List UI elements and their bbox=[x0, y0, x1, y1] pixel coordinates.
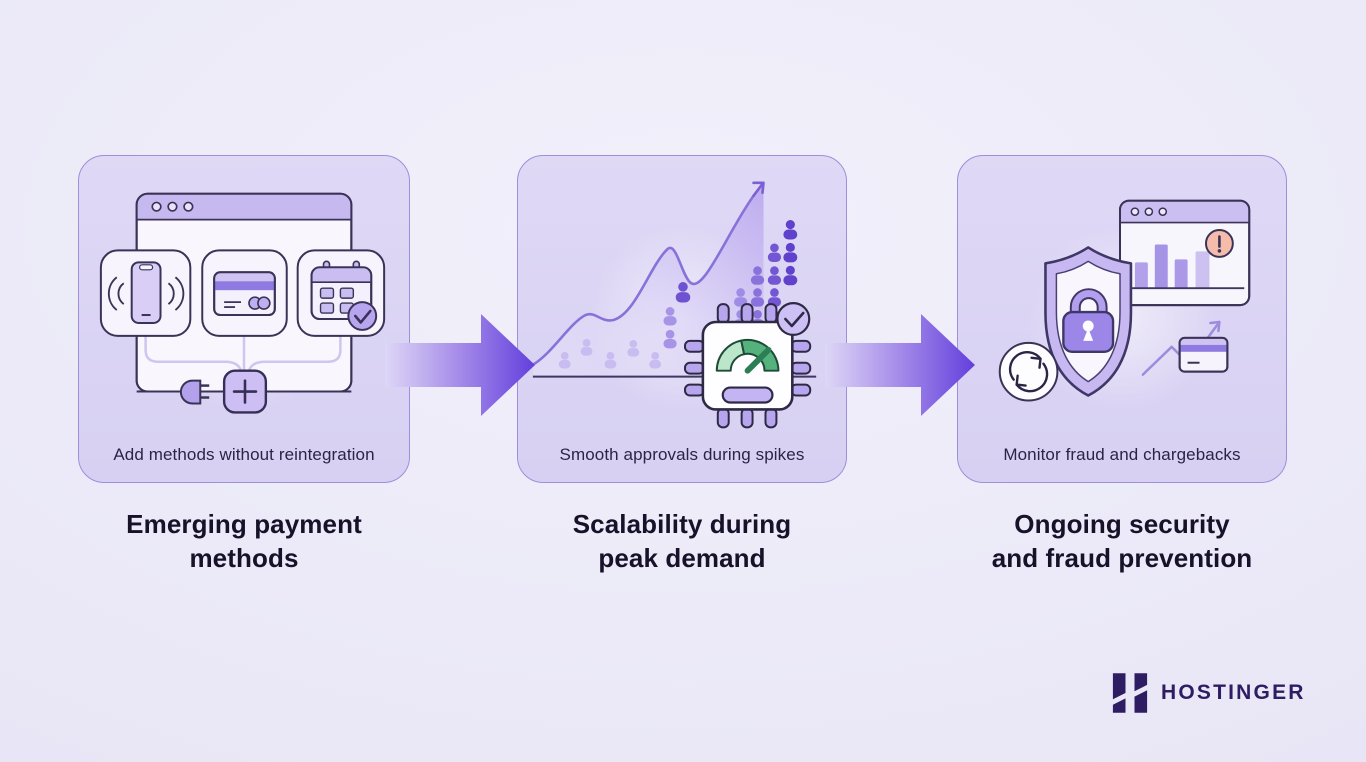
card-security-fraud-prevention: Monitor fraud and chargebacks bbox=[957, 155, 1287, 483]
alert-badge-icon bbox=[1204, 229, 1234, 258]
card-emerging-payment-methods: Add methods without reintegration bbox=[78, 155, 410, 483]
heading-line: Ongoing security bbox=[1014, 509, 1230, 539]
card-caption: Add methods without reintegration bbox=[113, 445, 375, 464]
heading-line: and fraud prevention bbox=[991, 543, 1253, 573]
calendar-check-icon bbox=[310, 260, 378, 331]
bar-chart-icon bbox=[1130, 244, 1245, 290]
analytics-browser-icon bbox=[1119, 199, 1251, 307]
security-illustration bbox=[998, 199, 1251, 402]
credit-card-icon bbox=[1178, 336, 1229, 373]
speedometer-gauge-icon bbox=[715, 338, 780, 404]
plus-node-icon bbox=[222, 369, 268, 414]
card-caption: Monitor fraud and chargebacks bbox=[1003, 445, 1241, 464]
check-badge-icon bbox=[776, 302, 811, 336]
connector-lines bbox=[144, 335, 342, 372]
hostinger-logo-icon bbox=[1112, 673, 1148, 713]
heading-line: Scalability during bbox=[572, 509, 792, 539]
growth-curve-arrow-icon bbox=[531, 181, 765, 367]
brand-name: HOSTINGER bbox=[1161, 681, 1306, 704]
payment-methods-illustration bbox=[99, 192, 386, 414]
cpu-chip-icon bbox=[683, 303, 812, 429]
hostinger-logo: HOSTINGER bbox=[1112, 673, 1306, 713]
plug-icon bbox=[179, 379, 210, 405]
flow-arrow-icon bbox=[825, 314, 975, 416]
scalability-illustration bbox=[531, 181, 817, 429]
card-heading: Ongoing security and fraud prevention bbox=[902, 507, 1342, 575]
credit-card-icon bbox=[213, 271, 276, 317]
sync-arrows-icon bbox=[998, 341, 1059, 402]
nfc-phone-icon bbox=[107, 261, 185, 324]
heading-line: peak demand bbox=[598, 543, 766, 573]
card-heading: Scalability during peak demand bbox=[462, 507, 902, 575]
lock-icon bbox=[1062, 288, 1115, 353]
flow-arrow-icon bbox=[385, 314, 535, 416]
heading-line: Emerging payment bbox=[126, 509, 362, 539]
card-scalability-peak-demand: Smooth approvals during spikes bbox=[517, 155, 847, 483]
card-heading: Emerging payment methods bbox=[24, 507, 464, 575]
card-caption: Smooth approvals during spikes bbox=[559, 445, 805, 464]
heading-line: methods bbox=[189, 543, 299, 573]
